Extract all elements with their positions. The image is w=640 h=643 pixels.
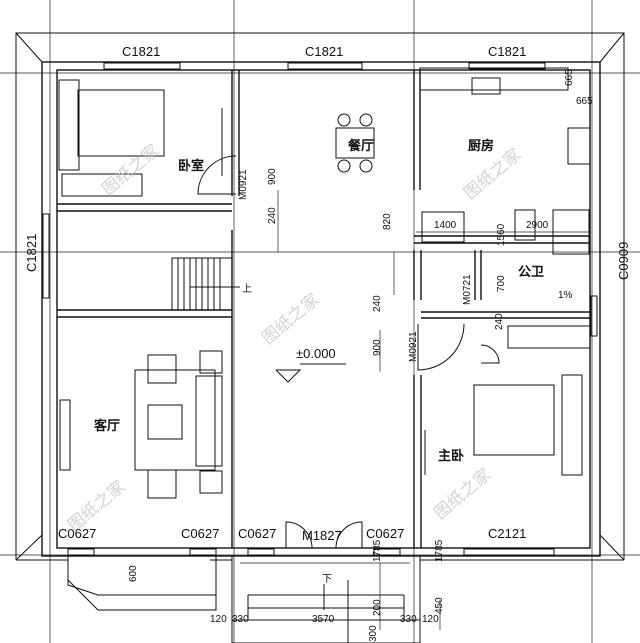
window-label: C1821 bbox=[488, 44, 526, 59]
door-label: M1827 bbox=[302, 528, 342, 543]
door-label: M0721 bbox=[462, 274, 473, 305]
dimension-label: 900 bbox=[372, 339, 383, 356]
toilet bbox=[514, 209, 536, 241]
dimension-label: 3570 bbox=[312, 614, 335, 625]
dimension-label: 330 bbox=[400, 614, 417, 625]
master-wardrobe bbox=[507, 325, 591, 349]
elevation-marker bbox=[275, 363, 346, 383]
porch-steps bbox=[231, 555, 421, 643]
roof-eave bbox=[15, 32, 625, 561]
room-label-master: 主卧 bbox=[438, 448, 464, 464]
window-label: C0627 bbox=[58, 526, 96, 541]
master-nightstands bbox=[561, 374, 583, 476]
dimension-label: 700 bbox=[496, 275, 507, 292]
dimension-label: 450 bbox=[434, 597, 445, 614]
window-label: C0627 bbox=[366, 526, 404, 541]
bedroom-wardrobe bbox=[61, 173, 143, 197]
dimension-label: 330 bbox=[232, 614, 249, 625]
living-tv bbox=[59, 399, 71, 471]
dimension-label: 300 bbox=[368, 625, 379, 642]
window-label: C0627 bbox=[238, 526, 276, 541]
room-label-dining: 餐厅 bbox=[347, 138, 374, 154]
dimension-label: 240 bbox=[494, 313, 505, 330]
room-label-kitchen: 厨房 bbox=[468, 138, 494, 154]
staircase bbox=[171, 257, 240, 311]
window-label: C0909 bbox=[616, 242, 631, 280]
room-label-living: 客厅 bbox=[94, 418, 120, 434]
door-label: M0921 bbox=[408, 331, 419, 362]
bedroom-nightstands bbox=[58, 79, 80, 171]
dimension-lines bbox=[240, 190, 590, 630]
floor-slope-label: 1% bbox=[558, 290, 573, 301]
sofa bbox=[195, 375, 223, 467]
coffee-table bbox=[147, 404, 183, 440]
wash-basin bbox=[421, 211, 465, 243]
dimension-label: 240 bbox=[267, 207, 278, 224]
dimension-label: 665 bbox=[564, 69, 575, 86]
watermark: 图纸之家 bbox=[258, 290, 323, 349]
dimension-label: 240 bbox=[372, 295, 383, 312]
window-label: C1821 bbox=[305, 44, 343, 59]
window-label: C0627 bbox=[181, 526, 219, 541]
furniture bbox=[58, 67, 591, 499]
kitchen-counter bbox=[419, 67, 569, 91]
dimension-label: 1785 bbox=[372, 539, 383, 562]
dimension-label: 665 bbox=[576, 96, 593, 107]
dimension-label: 900 bbox=[267, 168, 278, 185]
windows-graphics bbox=[42, 62, 598, 556]
interior-walls bbox=[57, 70, 590, 548]
exterior-walls bbox=[41, 61, 601, 557]
door-label: M0921 bbox=[238, 169, 249, 200]
dimension-label: 1785 bbox=[434, 539, 445, 562]
room-label-bathroom: 公卫 bbox=[518, 265, 544, 280]
stove bbox=[567, 127, 591, 165]
dimension-label: 200 bbox=[372, 599, 383, 616]
dimension-label: 1560 bbox=[496, 223, 507, 246]
stairs-up-label: 上 bbox=[242, 283, 252, 295]
bedroom-bed bbox=[77, 89, 165, 157]
kitchen-sink bbox=[471, 77, 501, 95]
window-label: C1821 bbox=[24, 234, 39, 272]
armchair bbox=[147, 354, 177, 384]
master-bed bbox=[473, 384, 555, 456]
room-label-bedroom: 卧室 bbox=[178, 158, 204, 174]
window-label: C2121 bbox=[488, 526, 526, 541]
dimension-label: 120 bbox=[210, 614, 227, 625]
dimension-label: 820 bbox=[382, 213, 393, 230]
dining-table bbox=[335, 127, 375, 159]
armchair bbox=[147, 469, 177, 499]
dimension-label: 1400 bbox=[434, 220, 457, 231]
elevation-label: ±0.000 bbox=[296, 346, 336, 361]
watermark: 图纸之家 bbox=[430, 465, 495, 524]
bay-window bbox=[67, 555, 217, 611]
window-label: C1821 bbox=[122, 44, 160, 59]
dimension-label: 120 bbox=[422, 614, 439, 625]
dimension-label: 2900 bbox=[526, 220, 549, 231]
door-swings bbox=[197, 155, 500, 549]
stairs-down-label: 下 bbox=[322, 574, 332, 585]
watermark: 图纸之家 bbox=[98, 141, 163, 200]
dimension-label: 600 bbox=[128, 565, 139, 582]
